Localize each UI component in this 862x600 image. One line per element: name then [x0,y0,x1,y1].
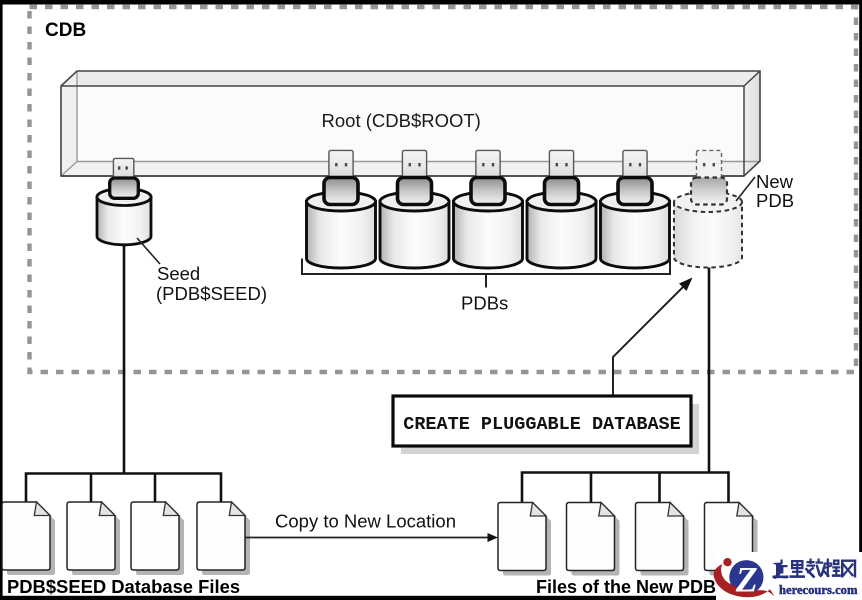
svg-text:New: New [756,171,794,192]
svg-text:(PDB$SEED): (PDB$SEED) [156,283,267,304]
svg-text:Copy to New Location: Copy to New Location [275,511,456,532]
svg-text:Root (CDB$ROOT): Root (CDB$ROOT) [322,110,481,131]
svg-text:Z: Z [735,560,758,600]
svg-text:Files of the New PDB: Files of the New PDB [536,577,716,597]
svg-text:herecours.com: herecours.com [779,583,858,597]
svg-text:CREATE PLUGGABLE DATABASE: CREATE PLUGGABLE DATABASE [403,414,681,435]
svg-text:PDB: PDB [756,190,794,211]
svg-text:PDBs: PDBs [461,293,508,314]
svg-text:CDB: CDB [45,20,86,41]
svg-text:Seed: Seed [157,263,200,284]
svg-text:PDB$SEED Database Files: PDB$SEED Database Files [7,576,240,597]
